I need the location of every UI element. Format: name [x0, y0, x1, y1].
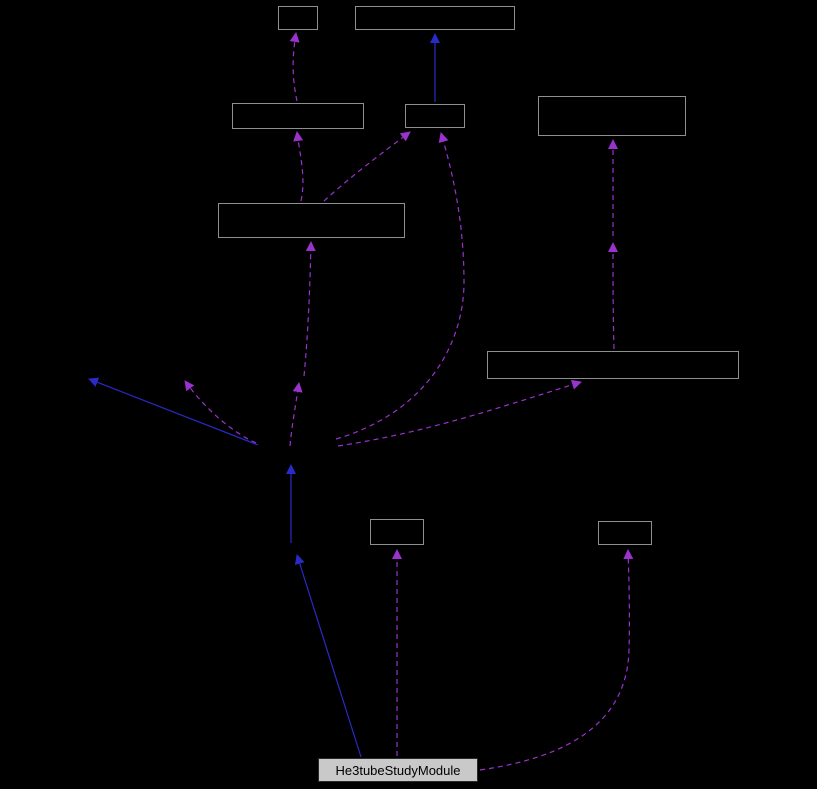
- usage-edge-9: [608, 242, 619, 350]
- usage-edge-6: [184, 380, 257, 444]
- class-node-8[interactable]: [370, 519, 424, 545]
- class-node-6[interactable]: [218, 203, 405, 238]
- usage-edge-12: [479, 549, 634, 771]
- class-node-1[interactable]: [278, 6, 318, 30]
- inheritance-edge-2: [88, 377, 259, 446]
- usage-edge-8: [335, 132, 465, 440]
- current-class-node: He3tubeStudyModule: [318, 758, 478, 782]
- inheritance-edge-4: [294, 554, 362, 758]
- usage-edge-1: [289, 32, 300, 102]
- class-node-9[interactable]: [598, 521, 652, 545]
- usage-edge-4: [289, 382, 303, 447]
- class-node-4[interactable]: [405, 104, 465, 128]
- class-node-3[interactable]: [232, 103, 364, 129]
- class-node-2[interactable]: [355, 6, 515, 30]
- class-node-7[interactable]: [487, 351, 739, 379]
- usage-edge-3: [323, 131, 411, 202]
- usage-edge-2: [293, 131, 304, 202]
- current-class-label: He3tubeStudyModule: [335, 762, 461, 778]
- class-node-5[interactable]: [538, 96, 686, 136]
- usage-edge-7: [337, 379, 582, 447]
- usage-edge-5: [303, 241, 316, 377]
